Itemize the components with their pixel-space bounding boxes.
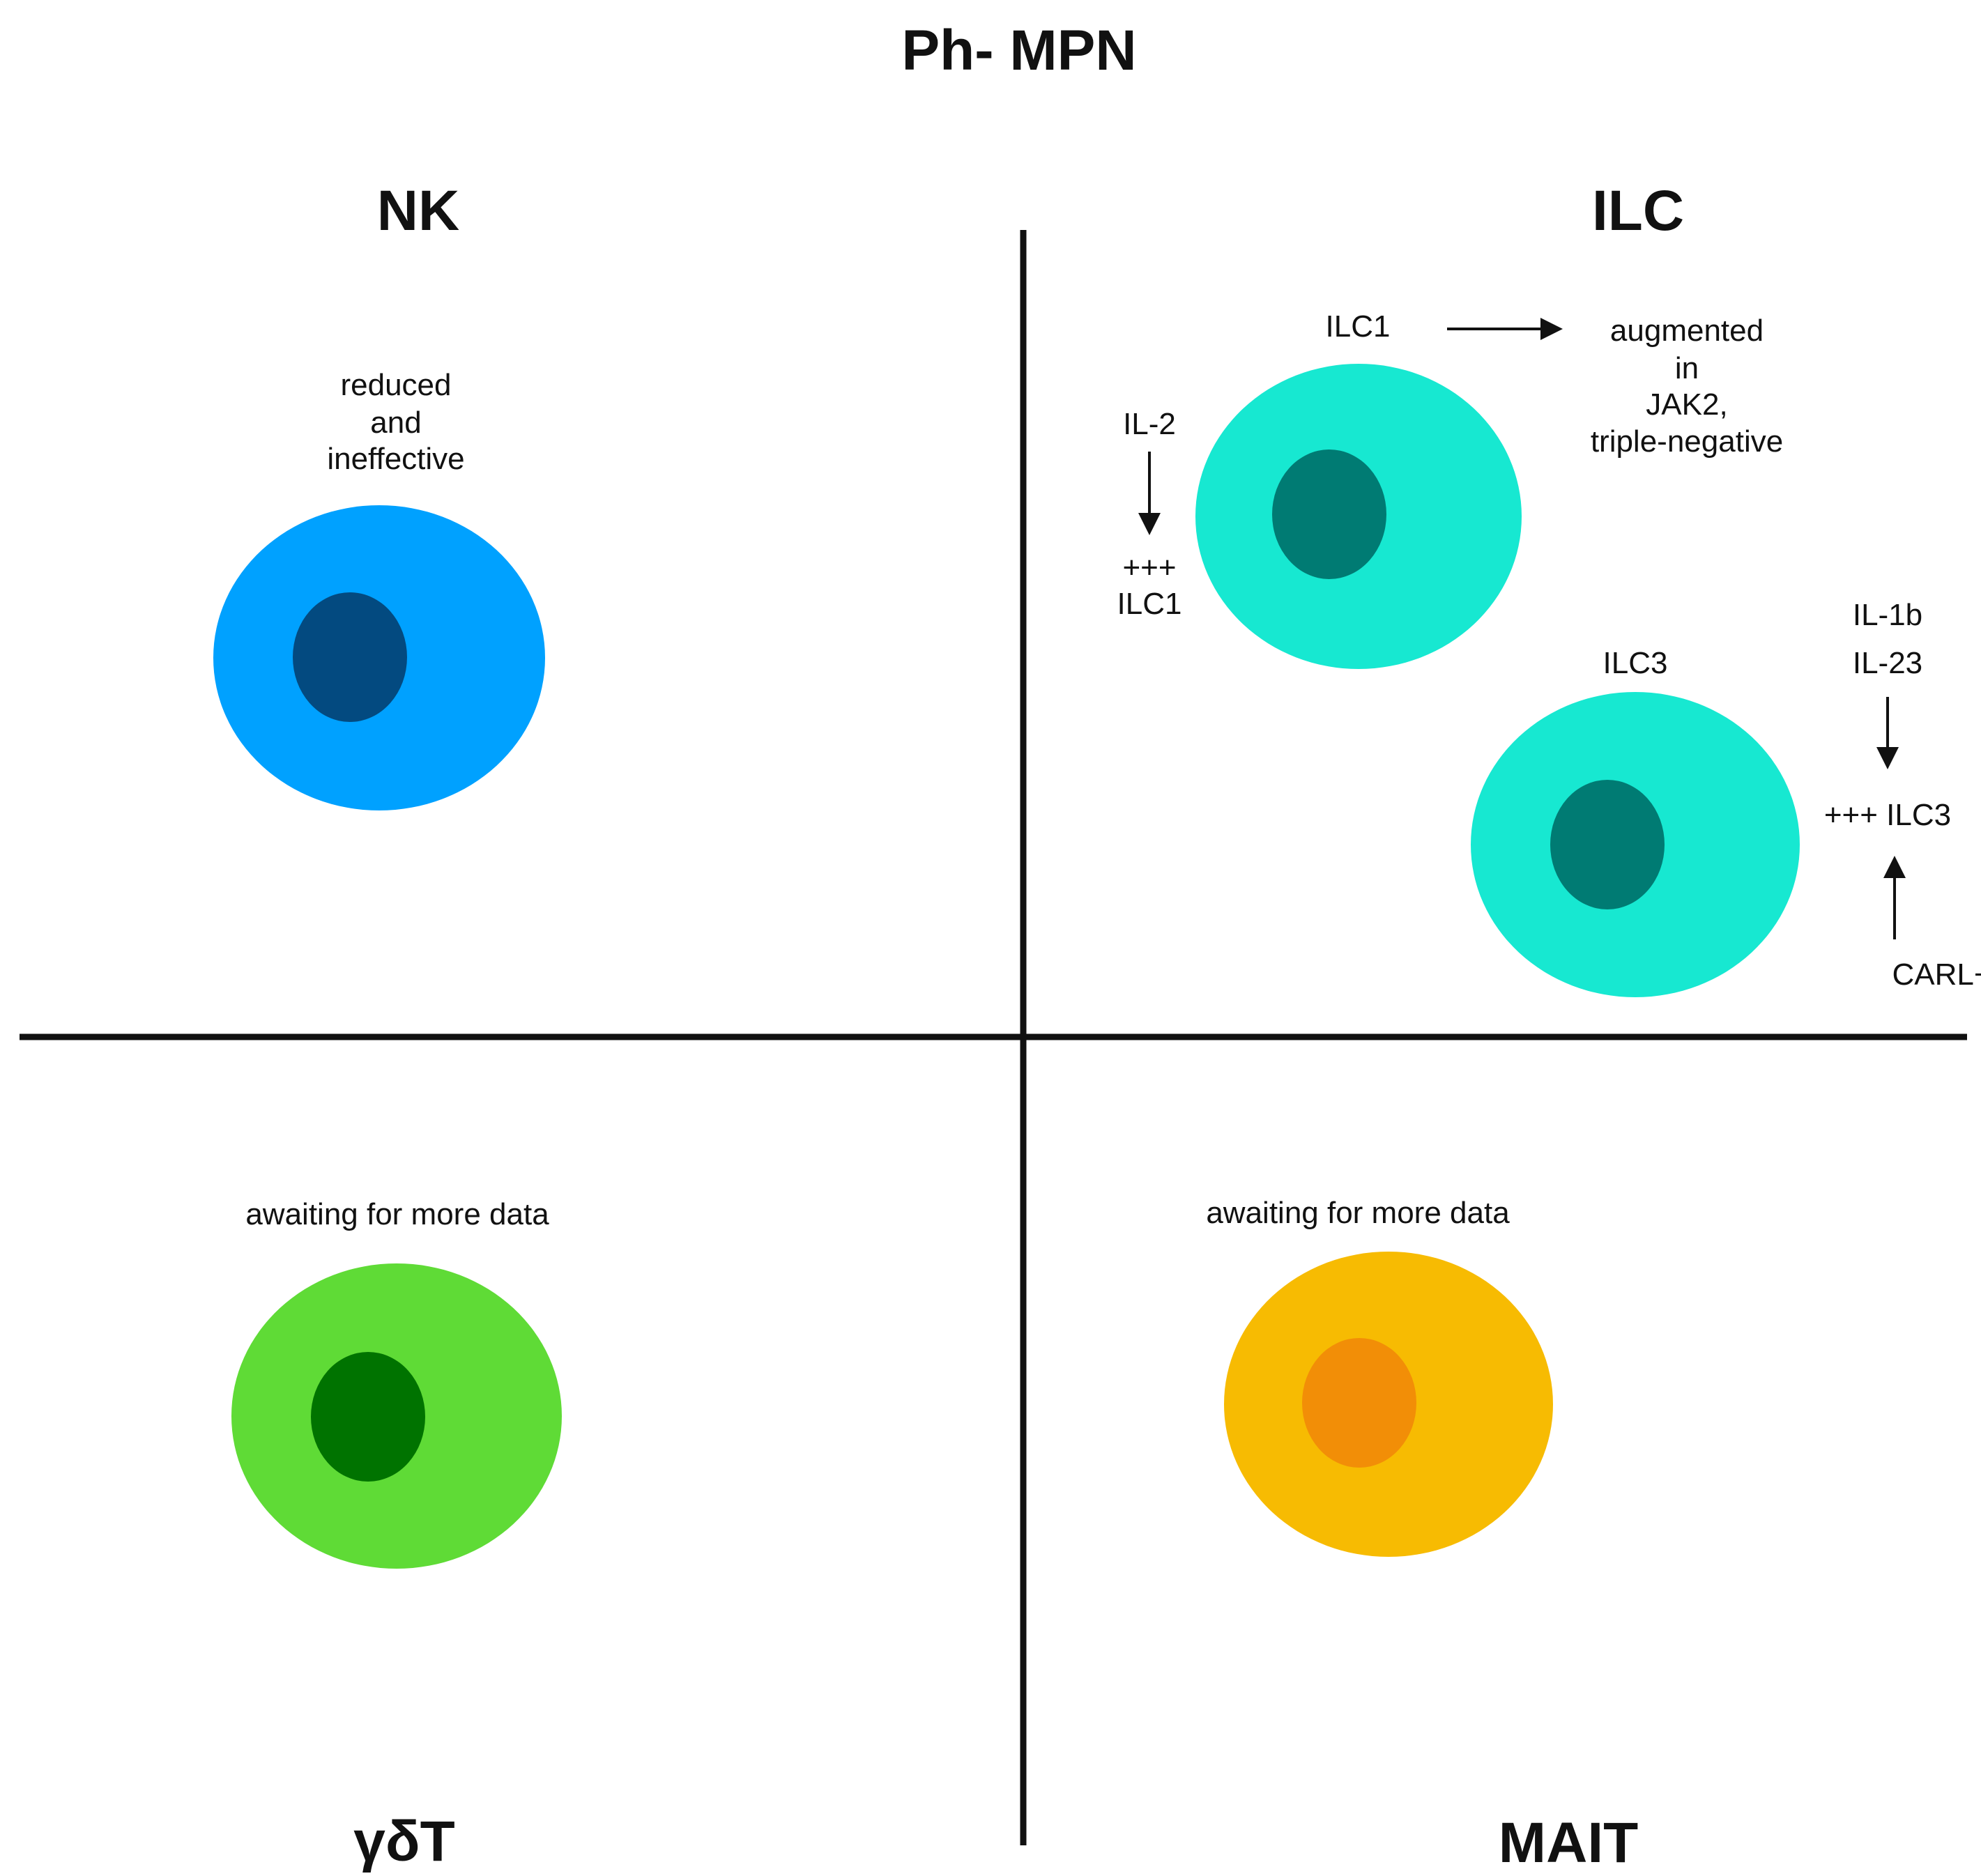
- ilc1-effect-line-2: in: [1675, 351, 1699, 385]
- ilc3-cell-nucleus: [1550, 780, 1665, 909]
- quadrant-ilc: ILC ILC1 augmented in JAK2, triple-negat…: [1117, 179, 1981, 997]
- ilc1-result-line-2: ILC1: [1117, 587, 1182, 621]
- quadrant-title-ilc: ILC: [1592, 179, 1684, 243]
- ilc3-stimulus-1: IL-1b: [1853, 598, 1922, 632]
- ilc1-cell-nucleus: [1272, 449, 1386, 579]
- ilc3-label: ILC3: [1603, 646, 1668, 680]
- ilc1-effect-line-3: JAK2,: [1646, 387, 1727, 422]
- nk-note-line-3: ineffective: [327, 442, 464, 476]
- page-title: Ph- MPN: [901, 19, 1136, 82]
- ilc1-cell: [1195, 364, 1522, 669]
- ilc1-stimulus: IL-2: [1123, 407, 1176, 441]
- quadrant-gdt: awaiting for more data γδT: [231, 1197, 562, 1873]
- ilc1-effect-line-1: augmented: [1610, 314, 1764, 348]
- ilc1-label: ILC1: [1326, 309, 1391, 344]
- quadrant-title-nk: NK: [377, 179, 459, 243]
- ilc3-mutation: CARL+: [1892, 958, 1981, 992]
- gdt-cell: [231, 1263, 562, 1569]
- ilc3-stimulus-2: IL-23: [1853, 646, 1922, 680]
- gdt-note: awaiting for more data: [245, 1197, 549, 1231]
- nk-cell-nucleus: [293, 592, 407, 722]
- quadrant-title-mait: MAIT: [1499, 1811, 1638, 1875]
- nk-cell: [213, 505, 545, 810]
- quadrant-title-gdt: γδT: [353, 1810, 454, 1873]
- nk-note-line-2: and: [370, 406, 421, 440]
- gdt-cell-nucleus: [311, 1352, 425, 1482]
- ilc3-cell: [1471, 692, 1800, 997]
- mait-cell-nucleus: [1302, 1338, 1416, 1468]
- ilc3-result: +++ ILC3: [1824, 798, 1951, 832]
- quadrant-mait: awaiting for more data MAIT: [1206, 1196, 1638, 1875]
- quadrant-nk: NK reduced and ineffective: [213, 179, 545, 810]
- ilc1-result-line-1: +++: [1122, 551, 1176, 585]
- mait-cell: [1224, 1252, 1553, 1557]
- nk-note-line-1: reduced: [340, 368, 451, 402]
- ilc1-effect-line-4: triple-negative: [1591, 424, 1783, 459]
- mait-note: awaiting for more data: [1206, 1196, 1510, 1230]
